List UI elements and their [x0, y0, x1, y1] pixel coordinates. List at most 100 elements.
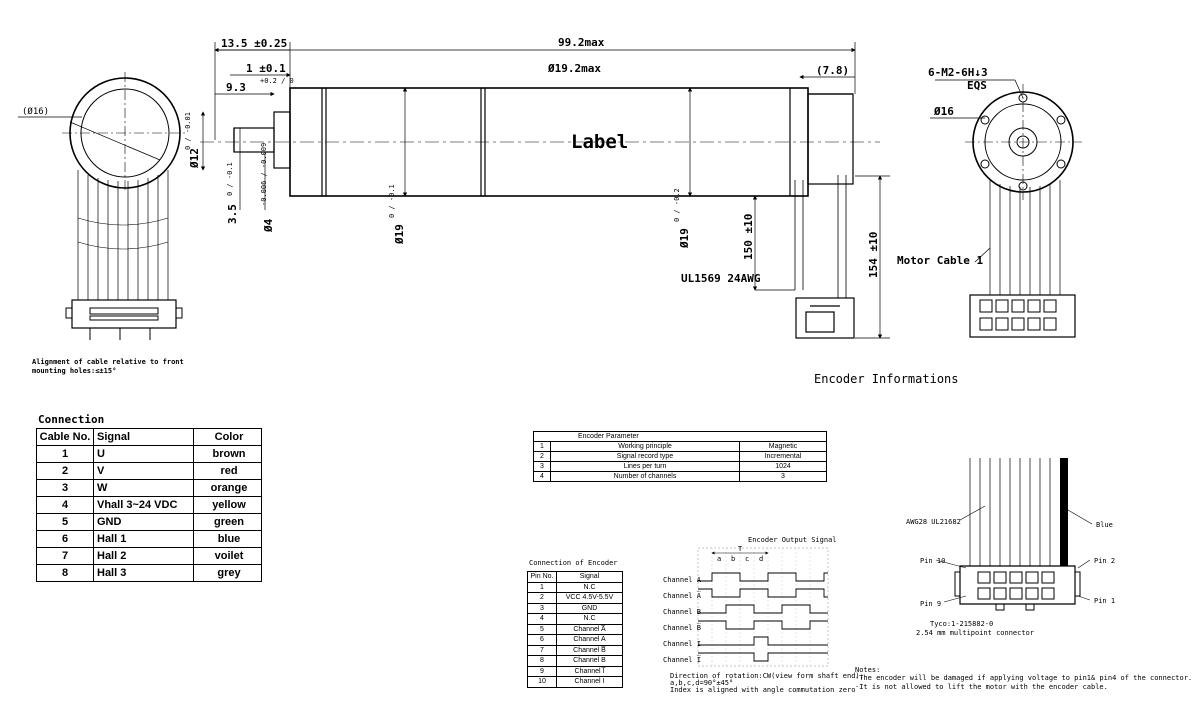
cell: Signal record type [550, 451, 740, 462]
encoder-output-title: Encoder Output Signal [748, 536, 837, 544]
cell: 1 [527, 581, 557, 593]
waveform-a-bar [698, 588, 828, 598]
header-cable-no: Cable No. [36, 428, 94, 446]
table-header-row: Cable No. Signal Color [36, 428, 262, 446]
cell: 1 [36, 445, 94, 463]
cell: 2 [527, 592, 557, 604]
connector-pin2: Pin 2 [1094, 557, 1115, 565]
motor-cable-label: Motor Cable 1 [897, 254, 983, 267]
cell: red [193, 462, 262, 480]
body-label: Label [571, 131, 628, 153]
encoder-info-title: Encoder Informations [814, 372, 959, 386]
dim-holes: 6-M2-6H↓3 [928, 66, 988, 79]
cell: Channel A [556, 634, 623, 646]
cell: GND [556, 602, 623, 614]
connection-title: Connection [38, 413, 104, 426]
cell: Signal [556, 571, 623, 583]
cell: 8 [36, 564, 94, 582]
cell: blue [193, 530, 262, 548]
cell: Vhall 3~24 VDC [93, 496, 194, 514]
header-signal: Signal [93, 428, 194, 446]
dim-awg: UL1569 24AWG [681, 272, 761, 285]
cell: 1024 [739, 461, 827, 472]
cell: VCC 4.5V-5.5V [556, 592, 623, 604]
connector-pin9: Pin 9 [920, 600, 941, 608]
cell: Channel I̅ [556, 665, 623, 677]
notes-title: Notes: [855, 666, 880, 674]
cell: 3 [533, 461, 551, 472]
cell: 4 [36, 496, 94, 514]
cell: Hall 2 [93, 547, 194, 565]
cell: Channel B̅ [556, 644, 623, 656]
cell: Hall 3 [93, 564, 194, 582]
connector-awg: AWG28 UL21682 [906, 518, 961, 526]
cell: GND [93, 513, 194, 531]
waveform-b [698, 604, 828, 614]
front-view-right [930, 79, 1082, 338]
sub-label-a: a [717, 555, 721, 563]
dim-flat-tol: +0.2 / 0 [260, 77, 294, 85]
cell: 1 [533, 441, 551, 452]
cell: 7 [527, 644, 557, 656]
cell: Working principle [550, 441, 740, 452]
dim-d3-5: 3.5 [226, 204, 239, 224]
waveform-b-bar [698, 620, 828, 630]
dim-flange-length: 1 ±0.1 [246, 62, 286, 75]
dim-d3-5-tol: 0 / -0.1 [226, 162, 234, 196]
alignment-note-line2: mounting holes:≤±15° [32, 367, 116, 375]
cell: 6 [36, 530, 94, 548]
cell: 8 [527, 655, 557, 667]
cell: brown [193, 445, 262, 463]
waveform-a [698, 572, 828, 582]
connector-detail [935, 458, 1093, 611]
cell: Channel B [556, 655, 623, 667]
connector-pin1: Pin 1 [1094, 597, 1115, 605]
dim-shaft-length: 13.5 ±0.25 [221, 37, 287, 50]
cell: Hall 1 [93, 530, 194, 548]
encoder-output-diagram: Encoder Output Signal T a b c d Channel … [663, 536, 864, 694]
channel-label-b-bar: Channel B̅ [663, 623, 702, 632]
cell: 2 [36, 462, 94, 480]
cell: green [193, 513, 262, 531]
cell: U [93, 445, 194, 463]
dim-cable-154: 154 ±10 [867, 232, 880, 278]
cell: 5 [36, 513, 94, 531]
header-color: Color [193, 428, 262, 446]
cell: Magnetic [739, 441, 827, 452]
cell: yellow [193, 496, 262, 514]
notes-line-2: ·It is not allowed to lift the motor wit… [855, 683, 1108, 691]
connector-pin10: Pin 10 [920, 557, 945, 565]
encoder-parameter-title: Encoder Parameter [533, 431, 827, 442]
connector-part: Tyco:1-215882-0 [930, 620, 993, 628]
cell: V [93, 462, 194, 480]
output-note-3: Index is aligned with angle commutation … [670, 686, 855, 694]
connector-desc: 2.54 mm multipoint connector [916, 629, 1034, 637]
cell: 2 [533, 451, 551, 462]
encoder-connection-title: Connection of Encoder [529, 559, 618, 567]
motor-side-view [200, 87, 880, 339]
channel-label-b: Channel B [663, 608, 701, 616]
dim-d12-tol: 0 / -0.01 [184, 112, 192, 150]
dim-d16: Ø16 [933, 105, 954, 118]
dim-d19-a: Ø19 [393, 224, 406, 245]
sub-label-b: b [731, 555, 735, 563]
sub-label-c: c [745, 555, 749, 563]
cell: 3 [527, 602, 557, 614]
channel-label-a: Channel A [663, 576, 702, 584]
channel-label-a-bar: Channel A̅ [663, 591, 702, 600]
cell: 5 [527, 623, 557, 635]
output-note-1: Direction of rotation:CW(view form shaft… [670, 672, 864, 680]
